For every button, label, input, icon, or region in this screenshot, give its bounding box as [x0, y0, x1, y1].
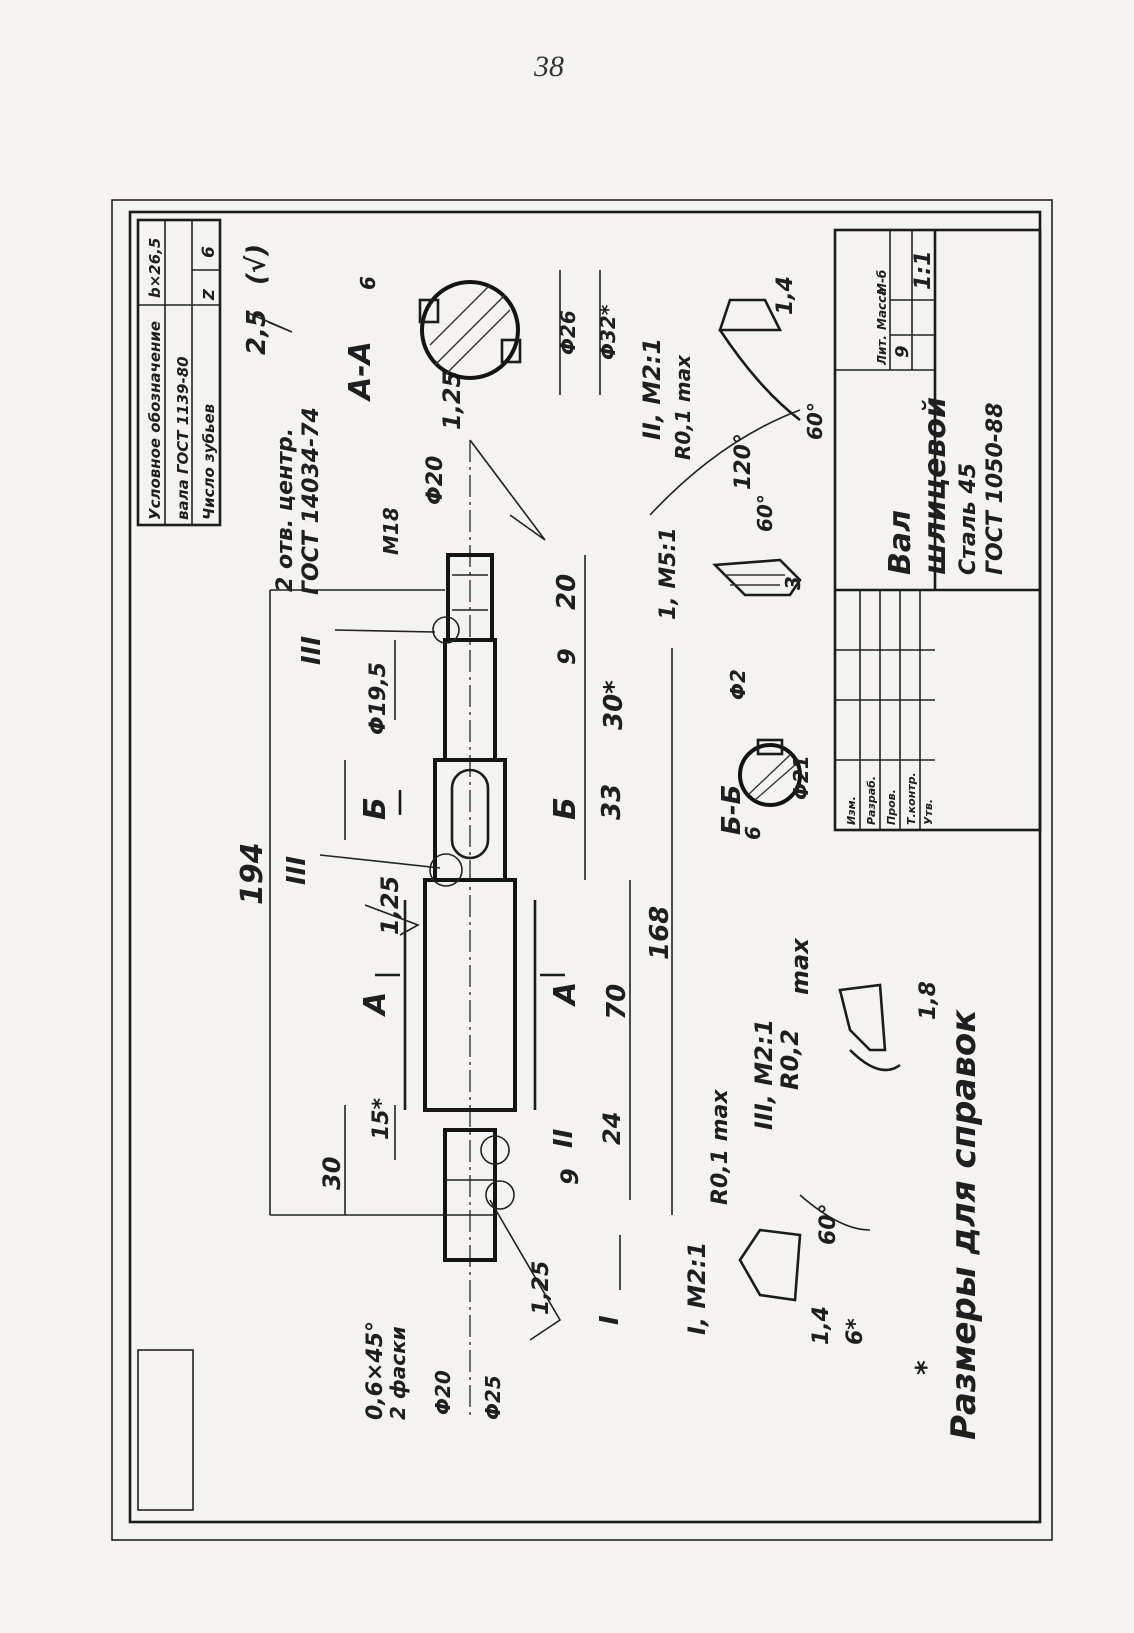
dim-dia-20-left: Φ20: [431, 1370, 455, 1415]
section-mark-b: Б: [358, 797, 393, 820]
roughness-general: 2,5 (√): [242, 244, 272, 355]
dim-dia-195: Φ19,5: [366, 662, 391, 735]
dim-168: 168: [645, 906, 675, 960]
svg-text:(√): (√): [242, 244, 272, 285]
detail-center-dim3: 3: [781, 576, 805, 590]
dim-33: 33: [597, 784, 627, 820]
detail-1-label: I, M2:1: [683, 1242, 711, 1335]
detail-2-dim14: 1,4: [773, 276, 798, 315]
tb-hdr-mass: Масса: [875, 288, 889, 330]
detail-3-label: III, M2:1: [750, 1019, 778, 1130]
signer-3: Т.контр.: [905, 772, 918, 825]
outer-frame: [111, 199, 1053, 1541]
title-block: Изм. Разраб. Пров. Т.контр. Утв. Вал шли…: [833, 228, 1042, 832]
part-name-line2: шлицевой: [918, 397, 953, 575]
detail-center-hole: 1, M5:1 120° 60° 3 Φ2: [649, 409, 805, 700]
spline-teeth-count: 6: [199, 246, 219, 258]
svg-text:2,5: 2,5: [242, 309, 272, 355]
spline-row3-num: Z: [200, 288, 218, 301]
section-mark-a: А: [358, 992, 393, 1017]
spline-row2-label: вала ГОСТ 1139-80: [174, 356, 192, 520]
roughness-125-right: 1,25: [438, 371, 466, 430]
dim-15: 15*: [369, 1097, 394, 1140]
tb-hdr-lit: Лит.: [875, 335, 889, 366]
detail-mark-3b: III: [297, 636, 327, 665]
tb-scale: 1:1: [911, 251, 936, 290]
dim-9-right: 9: [553, 648, 581, 665]
detail-center-dia2: Φ2: [726, 669, 750, 700]
dim-20: 20: [552, 574, 582, 610]
dim-9-left: 9: [556, 1168, 584, 1185]
detail-center-angle-60: 60°: [753, 494, 777, 532]
dim-dia-25: Φ25: [481, 1375, 505, 1420]
footnote-text: Размеры для справок: [944, 1009, 984, 1440]
section-mark-b-lower: Б: [548, 797, 583, 820]
detail-2-label: II, M2:1: [638, 338, 666, 440]
dim-30-left: 30: [318, 1157, 346, 1190]
dim-70: 70: [602, 984, 632, 1020]
detail-1-dim6: 6*: [843, 1318, 868, 1345]
detail-center-angle-120: 120°: [731, 433, 756, 490]
section-bb-dim6: 6: [741, 826, 765, 840]
material-line1: Сталь 45: [956, 463, 981, 575]
center-hole-standard: ГОСТ 14034-74: [299, 407, 324, 595]
center-hole-note: 2 отв. центр.: [273, 428, 298, 592]
section-mark-a-lower: А: [548, 982, 583, 1007]
part-name-line1: Вал: [883, 510, 918, 575]
footnote-star: *: [909, 1360, 942, 1375]
tb-hdr-scale: М-б: [875, 270, 889, 295]
dim-194: 194: [235, 842, 270, 905]
detail-1-angle: 60°: [816, 1203, 841, 1245]
dim-overall: 194: [235, 589, 445, 1216]
roughness-general-symbol: [245, 311, 293, 333]
binding-box: [137, 1349, 194, 1511]
dim-chamfer: 0,6×45°: [363, 1321, 388, 1420]
roughness-125-left: 1,25: [376, 876, 404, 935]
spline-row1-value: b×26,5: [146, 238, 164, 298]
inner-frame: [128, 210, 1042, 1524]
signer-0: Изм.: [845, 796, 858, 825]
section-aa-title: А-А: [343, 341, 378, 402]
shaft-main-view: [403, 440, 537, 1420]
dim-m18: M18: [379, 507, 403, 555]
detail-3-radius: R0,2: [776, 1029, 804, 1090]
spline-table: Условное обозначение вала ГОСТ 1139-80 Ч…: [136, 218, 222, 527]
detail-mark-1: I: [595, 1315, 625, 1325]
detail-1-radius: R0,1 max: [708, 1089, 733, 1205]
section-aa-dim6: 6: [356, 276, 380, 290]
tb-lit: 9: [892, 345, 913, 358]
material-line2: ГОСТ 1050-88: [983, 402, 1008, 575]
spline-row3-label: Число зубьев: [200, 404, 218, 520]
spline-row1-label: Условное обозначение: [146, 321, 164, 520]
detail-1-dim14: 1,4: [809, 1306, 834, 1345]
dim-30-right: 30*: [599, 680, 629, 730]
signer-4: Утв.: [922, 799, 935, 825]
signer-1: Разраб.: [865, 776, 878, 825]
section-aa: А-А Φ26 Φ32* 6: [343, 270, 620, 402]
page-number: 38: [534, 50, 564, 83]
detail-mark-2: II: [549, 1128, 579, 1148]
detail-1: I, M2:1 R0,1 max 60° 1,4 6*: [683, 1089, 871, 1345]
dim-chamfer-note: 2 фаски: [386, 1326, 410, 1420]
detail-2: II, M2:1 R0,1 max 60° 1,4: [638, 276, 827, 460]
section-bb-dia21: Φ21: [789, 755, 813, 800]
signer-2: Пров.: [885, 789, 898, 825]
detail-2-angle: 60°: [803, 402, 827, 440]
detail-3-dim18: 1,8: [916, 981, 941, 1020]
detail-mark-3: III: [282, 856, 312, 885]
detail-3-note: max: [786, 937, 814, 995]
detail-3: III, M2:1 R0,2 max 1,8: [750, 937, 941, 1130]
section-bb-title: Б-Б: [717, 785, 747, 835]
detail-center-label: 1, M5:1: [656, 527, 681, 620]
dim-24: 24: [598, 1112, 626, 1145]
section-bb: Б-Б Φ21 6: [717, 738, 813, 840]
detail-2-radius: R0,1 max: [671, 354, 695, 460]
dim-dia-20: Φ20: [423, 456, 448, 505]
